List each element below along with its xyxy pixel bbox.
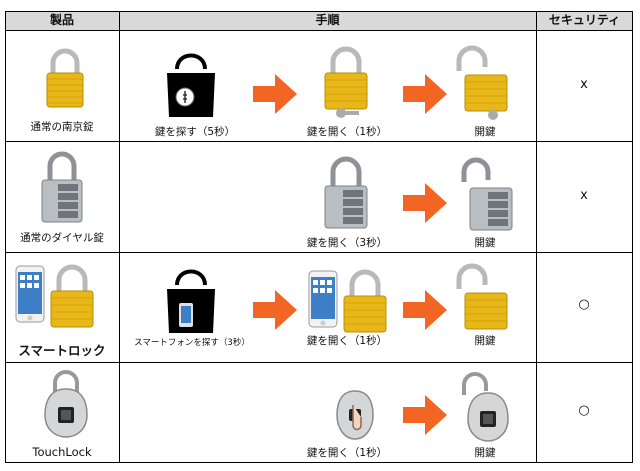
grid-line [5, 11, 6, 463]
step-label: 鍵を開く（3秒） [306, 237, 388, 249]
arrow-icon [403, 74, 447, 114]
grid-line [5, 252, 633, 253]
step-label: 開鍵 [474, 447, 496, 459]
header-product-label: 製品 [49, 13, 74, 27]
comparison-table: 製品 手順 セキュリティ 通常の南京錠 鍵を探す（5秒） 鍵 [5, 11, 633, 463]
padlock-icon [324, 46, 368, 118]
arrow-icon [253, 290, 297, 330]
header-steps-label: 手順 [315, 13, 340, 27]
grid-line [5, 362, 633, 363]
arrow-icon [403, 290, 447, 330]
step-label: スマートフォンを探す（3秒） [134, 338, 250, 348]
fingerprint-lock-icon [44, 370, 88, 438]
padlock-icon [343, 269, 387, 333]
step-label: 鍵を開く（1秒） [306, 335, 388, 347]
padlock-icon [456, 263, 508, 330]
arrow-icon [403, 183, 447, 223]
combination-lock-icon [461, 157, 513, 231]
handbag-icon [167, 53, 215, 117]
step-label: 鍵を探す（5秒） [154, 126, 236, 138]
smartphone-icon [308, 270, 338, 328]
product-name: TouchLock [32, 445, 92, 459]
fingerprint-lock-icon [336, 390, 374, 440]
security-mark: ○ [578, 297, 590, 312]
arrow-icon [403, 395, 447, 435]
arrow-icon [253, 74, 297, 114]
padlock-icon [50, 264, 94, 328]
grid-line [536, 11, 537, 463]
smartphone-icon [15, 265, 45, 323]
grid-line [5, 462, 633, 463]
product-name: 通常のダイヤル錠 [20, 232, 104, 244]
combination-lock-icon [41, 151, 83, 223]
header-steps: 手順 [119, 11, 536, 30]
security-mark: x [580, 77, 588, 92]
grid-line [5, 30, 633, 31]
product-name: スマートロック [18, 343, 106, 358]
grid-line [5, 141, 633, 142]
step-label: 開鍵 [474, 335, 496, 347]
step-label: 開鍵 [474, 237, 496, 249]
header-security: セキュリティ [536, 11, 633, 30]
grid-line [119, 11, 120, 463]
fingerprint-lock-icon [462, 372, 509, 442]
step-label: 開鍵 [474, 126, 496, 138]
header-security-label: セキュリティ [548, 13, 621, 27]
product-name: 通常の南京錠 [30, 121, 94, 133]
grid-line [632, 11, 633, 463]
step-label: 鍵を開く（1秒） [306, 447, 388, 459]
padlock-icon [456, 45, 508, 120]
handbag-icon [167, 269, 215, 333]
security-mark: x [580, 188, 588, 203]
combination-lock-icon [324, 156, 368, 229]
security-mark: ○ [578, 403, 590, 418]
header-product: 製品 [5, 11, 119, 30]
padlock-icon [46, 48, 84, 108]
grid-line [5, 11, 633, 12]
step-label: 鍵を開く（1秒） [306, 126, 388, 138]
